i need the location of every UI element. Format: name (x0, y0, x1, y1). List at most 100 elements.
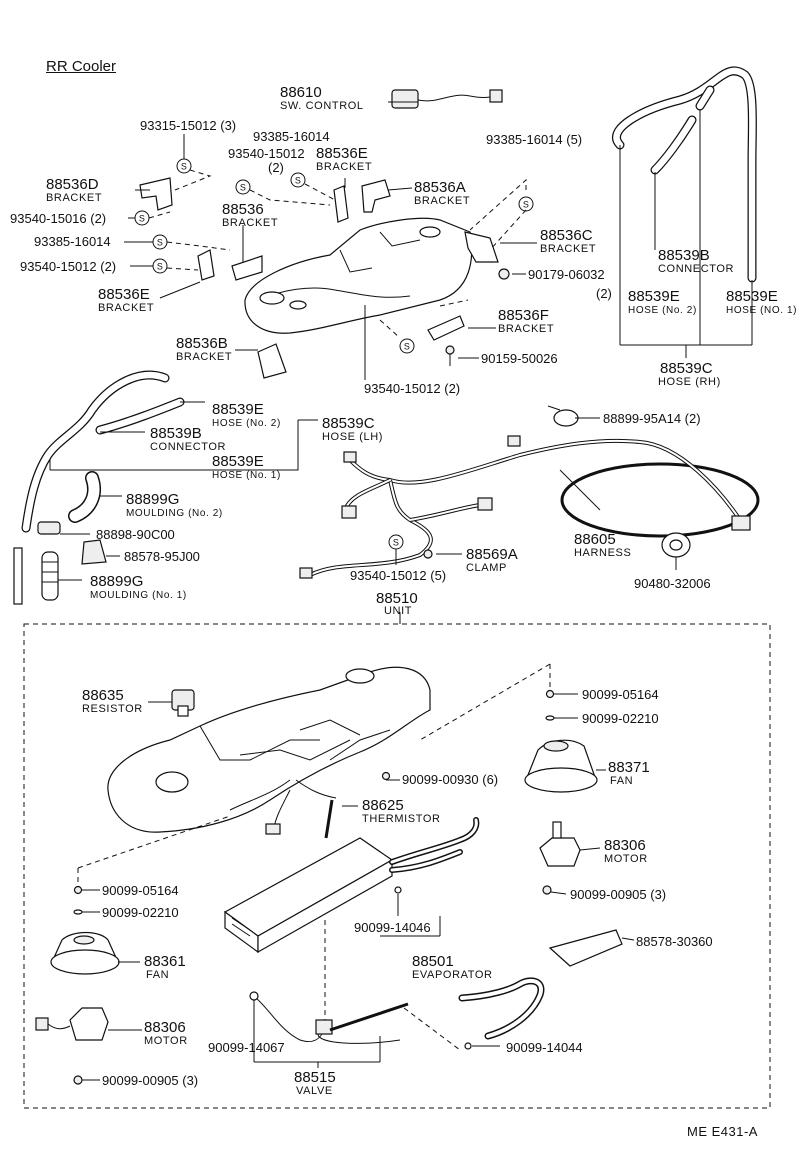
evaporator-part (223, 817, 480, 954)
bracket-88536D-part (139, 177, 173, 211)
bracket-88536E-lower-part (197, 249, 215, 281)
part-name: MOULDING (No. 2) (126, 508, 223, 519)
part-number: 93385-16014 (5) (486, 132, 582, 147)
callout-90099-02210-lower: 90099-02210 (102, 905, 179, 920)
part-number: 93385-16014 (34, 234, 111, 249)
callout-88536: 88536 BRACKET (222, 201, 278, 229)
part-number: 88539E (212, 401, 264, 418)
part-number: 93540-15012 (5) (350, 568, 446, 583)
motor-lower-part (35, 1007, 109, 1085)
sw-control-part (391, 89, 503, 109)
part-name: HOSE (NO. 1) (726, 305, 797, 316)
part-number: 88899-95A14 (2) (603, 411, 701, 426)
part-number: 88539B (150, 425, 202, 442)
screw-symbol (290, 172, 306, 188)
part-number: 88371 (608, 759, 650, 776)
grommet-90480-part (661, 532, 691, 558)
part-number: 90179-06032 (528, 267, 605, 282)
part-number: 88536 (222, 201, 264, 218)
callout-88578b: 88578-30360 (636, 934, 713, 949)
part-name: BRACKET (176, 351, 232, 363)
clamp-88899-part (547, 405, 579, 427)
callout-88539E-lh-no1: 88539E HOSE (No. 1) (212, 453, 281, 481)
part-number: 88539C (660, 360, 713, 377)
part-number: 88306 (604, 837, 646, 854)
part-number: 88536C (540, 227, 593, 244)
part-number: 90480-32006 (634, 576, 711, 591)
callout-93540c: 93540-15012 (2) (20, 259, 116, 274)
part-name: HOSE (No. 1) (212, 470, 281, 481)
part-name: BRACKET (316, 161, 372, 173)
callout-90099-14067: 90099-14067 (208, 1040, 285, 1055)
callout-88536E-upper: 88536E BRACKET (316, 145, 372, 173)
screw-symbol (176, 158, 192, 174)
part-number: 88578-30360 (636, 934, 713, 949)
part-name: HOSE (No. 2) (212, 418, 281, 429)
callout-88536C: 88536C BRACKET (540, 227, 596, 255)
bracket-88536C-part (464, 231, 499, 263)
moulding-no2-part (68, 471, 101, 523)
motor-upper-part (539, 821, 581, 895)
part-number: 88536D (46, 176, 99, 193)
callout-88510: 88510 UNIT (376, 590, 418, 617)
part-number: 93540-15012 (2) (20, 259, 116, 274)
fitting-88898-part (37, 521, 61, 535)
callout-88625: 88625 THERMISTOR (362, 797, 440, 825)
part-number: 93315-15012 (3) (140, 118, 236, 133)
part-number: 88539C (322, 415, 375, 432)
part-name: MOULDING (No. 1) (90, 590, 187, 601)
screw-symbol (152, 258, 168, 274)
callout-88539E-lh-no2: 88539E HOSE (No. 2) (212, 401, 281, 429)
callout-88539B-rh: 88539B CONNECTOR (658, 247, 734, 275)
part-name: BRACKET (222, 217, 278, 229)
part-number: 90099-00905 (3) (102, 1073, 198, 1088)
part-name: CONNECTOR (658, 263, 734, 275)
screw-symbol (388, 534, 404, 550)
part-number: 88536B (176, 335, 228, 352)
part-name: SW. CONTROL (280, 100, 364, 112)
callout-88539B-lh: 88539B CONNECTOR (150, 425, 225, 453)
callout-88898: 88898-90C00 (96, 527, 175, 542)
callout-88569A: 88569A CLAMP (466, 546, 518, 574)
insulator-88578-part (548, 929, 623, 967)
part-number: 93540-15012 (2) (364, 381, 460, 396)
part-number: 88605 (574, 531, 616, 548)
bracket-88536E-upper-part (333, 185, 349, 223)
callout-88899G-no1: 88899G MOULDING (No. 1) (90, 573, 187, 601)
callout-88539C-lh: 88539C HOSE (LH) (322, 415, 382, 443)
callout-88610: 88610 SW. CONTROL (280, 84, 364, 112)
bolt-90159-part (445, 345, 455, 366)
callout-88536A: 88536A BRACKET (414, 179, 470, 207)
part-name: CLAMP (466, 562, 507, 574)
part-number: 88539E (212, 453, 264, 470)
callout-88635: 88635 RESISTOR (82, 687, 142, 715)
callout-93540d: 93540-15012 (2) (364, 381, 460, 396)
part-number: 88539E (726, 288, 778, 305)
fan-lower-part (50, 931, 120, 975)
part-number: 90159-50026 (481, 351, 558, 366)
part-number: 90099-02210 (582, 711, 659, 726)
hose-evap-part (458, 977, 545, 1040)
part-name: BRACKET (498, 323, 554, 335)
callout-93385c: 93385-16014 (34, 234, 111, 249)
part-number: 93540-15012 (228, 146, 305, 161)
screw-symbol (399, 338, 415, 354)
leader-lines-unit (77, 663, 635, 1081)
part-number: 90099-14067 (208, 1040, 285, 1055)
hose-rh-part (612, 66, 757, 283)
diagram-title: RR Cooler (46, 58, 117, 75)
part-number: 90099-05164 (102, 883, 179, 898)
callout-88899a: 88899-95A14 (2) (603, 411, 701, 426)
part-number: 88536E (316, 145, 368, 162)
callout-88899G-no2: 88899G MOULDING (No. 2) (126, 491, 223, 519)
part-number: 90099-00905 (3) (570, 887, 666, 902)
diagram-reference-code: ME E431-A (687, 1124, 758, 1139)
callout-88536E-lower: 88536E BRACKET (98, 286, 154, 314)
part-number: 88539E (628, 288, 680, 305)
callout-88536F: 88536F BRACKET (498, 307, 554, 335)
callout-90099-00905-lower: 90099-00905 (3) (102, 1073, 198, 1088)
callout-88306-lower: 88306 MOTOR (144, 1019, 187, 1047)
part-number: 88635 (82, 687, 124, 704)
part-name: FAN (146, 969, 169, 981)
